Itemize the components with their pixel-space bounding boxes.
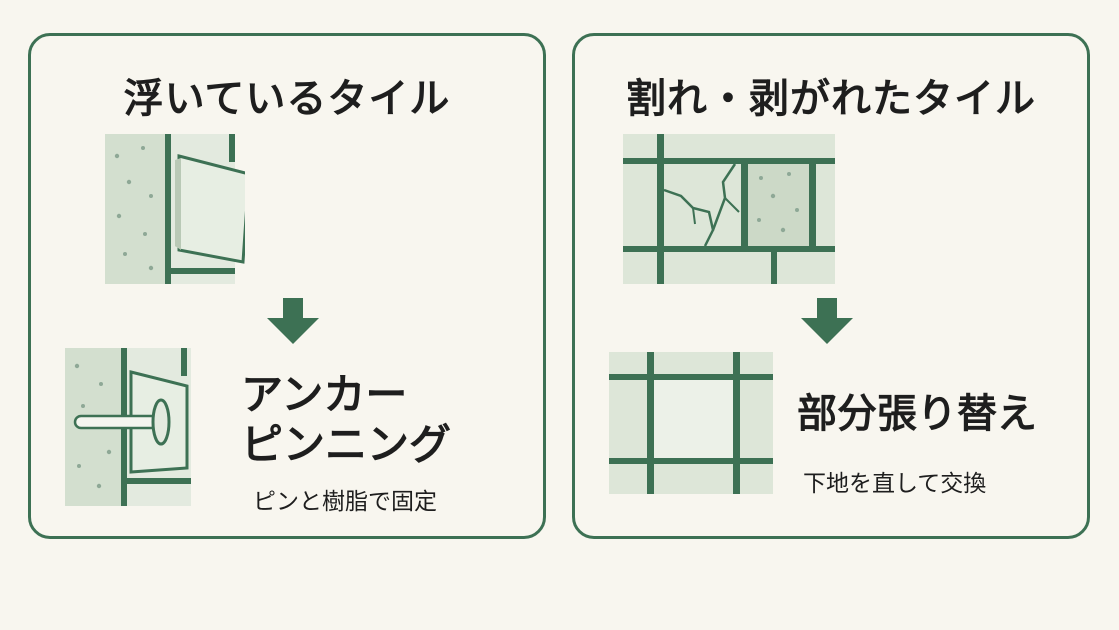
down-arrow-icon <box>801 298 853 344</box>
panel-title: 浮いているタイル <box>123 76 451 122</box>
method-description: ピンと樹脂で固定 <box>253 489 437 515</box>
panel-title: 割れ・剥がれたタイル <box>626 76 1036 122</box>
panel-floating-tile: 浮いているタイル アンカー ピンニング <box>28 33 546 539</box>
cracked-tile-illustration <box>623 134 835 284</box>
anchor-pin-illustration <box>65 348 191 506</box>
method-name-line2: ピンニング <box>241 420 452 469</box>
replaced-tile-illustration <box>609 352 773 494</box>
method-name: 部分張り替え <box>797 391 1037 437</box>
panel-cracked-tile: 割れ・剥がれたタイル 部分張り替え 下地を直して交換 <box>572 33 1090 539</box>
method-name-line1: アンカー <box>241 370 408 419</box>
method-description: 下地を直して交換 <box>803 471 987 497</box>
floating-tile-illustration <box>105 134 245 284</box>
down-arrow-icon <box>267 298 319 344</box>
